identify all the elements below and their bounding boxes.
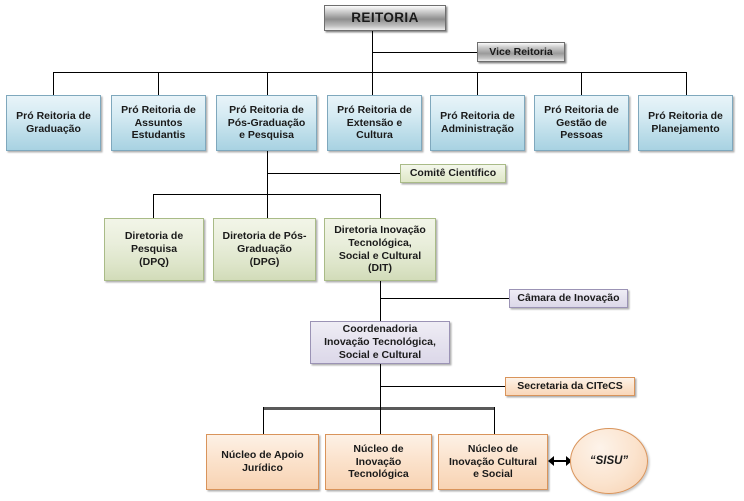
pro-reitoria-5-line1: Pró Reitoria de xyxy=(440,110,515,123)
bidirectional-arrow-icon xyxy=(548,456,572,466)
connector-drop-1 xyxy=(53,72,54,95)
node-diretoria-pos-graduacao[interactable]: Diretoria de Pós- Graduação (DPG) xyxy=(213,218,316,281)
nucleo-3-line2: Inovação Cultural xyxy=(448,455,538,468)
pro-reitoria-1-line1: Pró Reitoria de xyxy=(16,110,91,123)
connector-secretaria-branch xyxy=(380,386,505,387)
pro-reitoria-6-line2: Gestão de xyxy=(556,116,607,129)
node-diretoria-inovacao-dit[interactable]: Diretoria Inovação Tecnológica, Social e… xyxy=(324,218,436,281)
coordenadoria-line3: Social e Cultural xyxy=(338,348,422,361)
diretoria-3-line3: Social e Cultural xyxy=(338,249,422,262)
node-diretoria-pesquisa[interactable]: Diretoria de Pesquisa (DPQ) xyxy=(104,218,204,281)
connector-camara-branch xyxy=(380,298,509,299)
node-pro-reitoria-graduacao[interactable]: Pró Reitoria de Graduação xyxy=(6,95,101,151)
connector-nucleo-bus xyxy=(263,407,495,410)
node-sisu[interactable]: “SISU” xyxy=(570,428,648,494)
pro-reitoria-6-line1: Pró Reitoria de xyxy=(544,103,619,116)
pro-reitoria-7-line2: Planejamento xyxy=(651,123,720,135)
pro-reitoria-3-line3: e Pesquisa xyxy=(239,129,294,142)
node-nucleo-apoio-juridico[interactable]: Núcleo de Apoio Jurídico xyxy=(206,434,319,490)
node-pro-reitoria-administracao[interactable]: Pró Reitoria de Administração xyxy=(430,95,525,151)
connector-dit-stem xyxy=(380,281,381,321)
node-camara-inovacao-label: Câmara de Inovação xyxy=(517,292,620,305)
nucleo-2-line1: Núcleo de xyxy=(353,442,404,455)
nucleo-3-line1: Núcleo de xyxy=(467,442,519,455)
pro-reitoria-4-line3: Cultura xyxy=(356,129,393,142)
pro-reitoria-2-line1: Pró Reitoria de xyxy=(121,103,196,116)
nucleo-2-line3: Tecnológica xyxy=(348,468,409,481)
connector-proreitoria-bus xyxy=(53,72,686,73)
node-pro-reitoria-gestao-pessoas[interactable]: Pró Reitoria de Gestão de Pessoas xyxy=(534,95,629,151)
nucleo-1-line2: Jurídico xyxy=(242,462,283,474)
connector-vice-branch xyxy=(372,52,477,53)
pro-reitoria-2-line3: Estudantis xyxy=(131,129,186,142)
node-sisu-label: “SISU” xyxy=(589,454,629,467)
node-reitoria[interactable]: REITORIA xyxy=(324,5,446,31)
node-vice-reitoria[interactable]: Vice Reitoria xyxy=(477,42,565,62)
nucleo-3-line3: e Social xyxy=(473,468,513,481)
connector-nucleo-drop-2 xyxy=(380,407,381,444)
diretoria-2-line1: Diretoria de Pós- xyxy=(222,230,307,243)
diretoria-1-line2: Pesquisa xyxy=(130,243,178,256)
node-secretaria-citecs-label: Secretaria da CITeCS xyxy=(517,380,623,393)
nucleo-2-line2: Inovação xyxy=(355,455,402,468)
connector-drop-7 xyxy=(686,72,687,95)
connector-diretoria-drop-1 xyxy=(153,194,154,218)
connector-drop-3 xyxy=(267,72,268,95)
node-vice-reitoria-label: Vice Reitoria xyxy=(489,45,553,58)
connector-drop-5 xyxy=(477,72,478,95)
nucleo-1-line1: Núcleo de Apoio xyxy=(221,449,304,462)
pro-reitoria-3-line2: Pós-Graduação xyxy=(227,116,306,129)
connector-drop-2 xyxy=(158,72,159,95)
node-comite-cientifico-label: Comitê Científico xyxy=(409,167,497,180)
pro-reitoria-7-line1: Pró Reitoria de xyxy=(648,110,723,123)
connector-drop-6 xyxy=(581,72,582,95)
node-nucleo-inovacao-cultural-social[interactable]: Núcleo de Inovação Cultural e Social xyxy=(438,434,548,490)
node-reitoria-label: REITORIA xyxy=(351,9,419,25)
node-coordenadoria-citecs[interactable]: Coordenadoria Inovação Tecnológica, Soci… xyxy=(310,321,450,364)
connector-drop-4 xyxy=(372,72,373,95)
diretoria-3-line4: (DIT) xyxy=(368,262,392,275)
diretoria-3-line1: Diretoria Inovação xyxy=(334,223,426,236)
node-secretaria-citecs[interactable]: Secretaria da CITeCS xyxy=(505,377,635,396)
pro-reitoria-4-line1: Pró Reitoria de xyxy=(337,103,412,116)
connector-nucleo-drop-1 xyxy=(263,407,264,444)
diretoria-1-line1: Diretoria de xyxy=(124,230,184,243)
node-pro-reitoria-planejamento[interactable]: Pró Reitoria de Planejamento xyxy=(638,95,733,151)
connector-diretoria-drop-3 xyxy=(380,194,381,218)
connector-diretoria-drop-2 xyxy=(267,194,268,218)
node-camara-inovacao[interactable]: Câmara de Inovação xyxy=(509,289,628,308)
connector-nucleo-drop-3 xyxy=(494,407,495,444)
connector-comite-branch xyxy=(267,173,400,174)
diretoria-2-line3: (DPG) xyxy=(249,255,280,268)
pro-reitoria-2-line2: Assuntos xyxy=(134,116,183,129)
node-pro-reitoria-assuntos-estudantis[interactable]: Pró Reitoria de Assuntos Estudantis xyxy=(111,95,206,151)
coordenadoria-line2: Inovação Tecnológica, xyxy=(324,336,436,349)
node-nucleo-inovacao-tecnologica[interactable]: Núcleo de Inovação Tecnológica xyxy=(325,434,432,490)
connector-posgrad-stem xyxy=(267,151,268,218)
pro-reitoria-4-line2: Extensão e xyxy=(346,116,403,129)
pro-reitoria-5-line2: Administração xyxy=(441,123,514,135)
diretoria-2-line2: Graduação xyxy=(237,243,292,256)
pro-reitoria-6-line3: Pessoas xyxy=(560,129,603,142)
diretoria-3-line2: Tecnológica, xyxy=(348,236,412,249)
pro-reitoria-1-line2: Graduação xyxy=(26,123,81,135)
node-comite-cientifico[interactable]: Comitê Científico xyxy=(400,164,506,183)
coordenadoria-line1: Coordenadoria xyxy=(342,323,418,336)
diretoria-1-line3: (DPQ) xyxy=(139,255,169,268)
connector-coordenadoria-stem xyxy=(380,364,381,444)
node-pro-reitoria-pos-graduacao-pesquisa[interactable]: Pró Reitoria de Pós-Graduação e Pesquisa xyxy=(216,95,317,151)
pro-reitoria-3-line1: Pró Reitoria de xyxy=(229,103,304,116)
node-pro-reitoria-extensao-cultura[interactable]: Pró Reitoria de Extensão e Cultura xyxy=(327,95,422,151)
